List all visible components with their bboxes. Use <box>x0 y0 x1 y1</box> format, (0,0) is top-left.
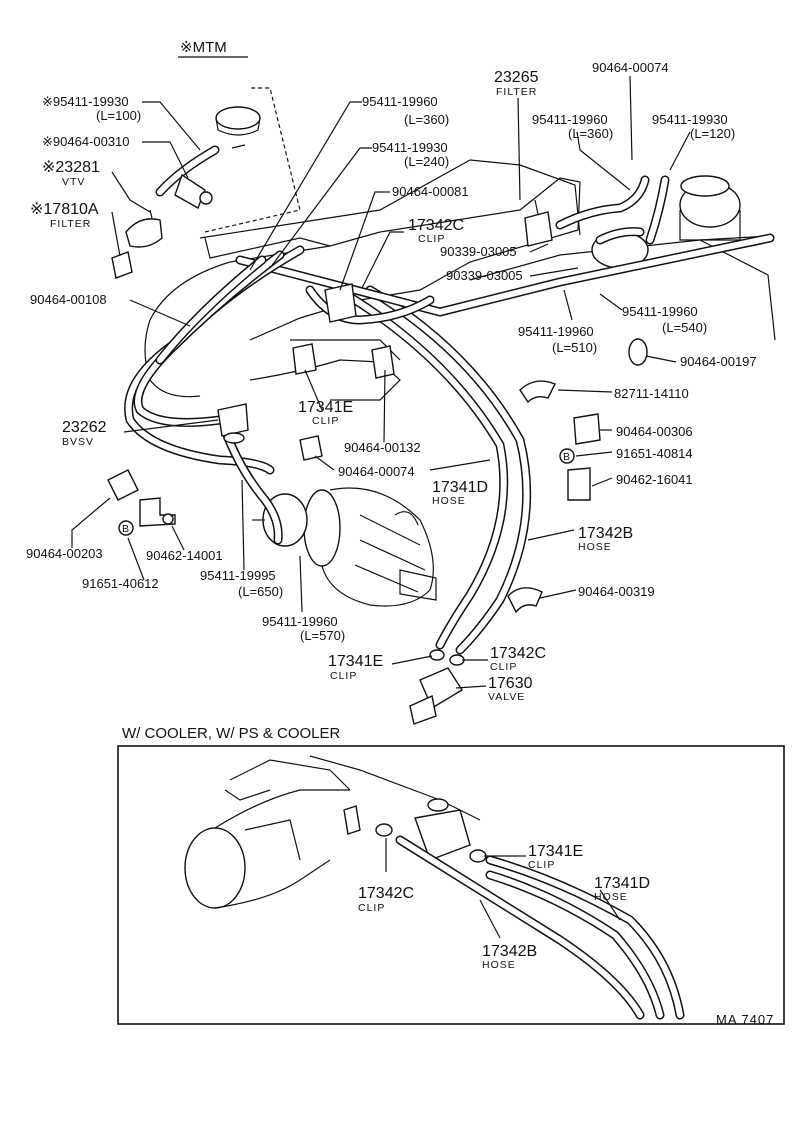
label-17341e-mid-sub: CLIP <box>312 415 339 427</box>
label-90462-16041: 90462-16041 <box>616 472 693 487</box>
label-17341d-main: 17341D <box>432 479 488 496</box>
label-23265: 23265 <box>494 69 539 86</box>
label-95411-19930-l240-sub: (L=240) <box>404 154 449 169</box>
label-95411-19960-l360-b: 95411-19960 <box>532 112 608 127</box>
label-17810a: ※17810A <box>30 201 99 218</box>
label-17630-sub: VALVE <box>488 691 525 703</box>
hose-routing <box>124 145 775 655</box>
label-90464-00132: 90464-00132 <box>344 440 421 455</box>
label-91651-40612: 91651-40612 <box>82 576 159 591</box>
label-95411-19995-sub: (L=650) <box>238 584 283 599</box>
label-90464-00081: 90464-00081 <box>392 184 469 199</box>
inset-label-17342b-sub: HOSE <box>482 959 516 971</box>
inset-drawing <box>184 755 685 1020</box>
label-17341d-main-sub: HOSE <box>432 495 466 507</box>
label-23262-sub: BVSV <box>62 436 94 448</box>
label-17341e-mid: 17341E <box>298 399 353 416</box>
label-17810a-sub: FILTER <box>50 218 91 230</box>
label-17342b-main: 17342B <box>578 525 633 542</box>
label-17342c-top-sub: CLIP <box>418 233 445 245</box>
inset-label-17342b: 17342B <box>482 943 537 960</box>
callout-labels: ※95411-19930 (L=100) ※90464-00310 ※23281… <box>26 60 757 703</box>
label-95411-19960-l540: 95411-19960 <box>622 304 698 319</box>
label-95411-19960-l360-a: 95411-19960 <box>362 94 438 109</box>
bolt-marker-b-2: B <box>563 451 570 463</box>
label-95411-19930-l120-sub: (L=120) <box>690 126 735 141</box>
label-95411-19960-l360-a-sub: (L=360) <box>404 112 449 127</box>
label-17630: 17630 <box>488 675 533 692</box>
label-95411-19960-l510: 95411-19960 <box>518 324 594 339</box>
label-90464-00319: 90464-00319 <box>578 584 655 599</box>
label-95411-19960-l540-sub: (L=540) <box>662 320 707 335</box>
inset-title: W/ COOLER, W/ PS & COOLER <box>122 725 341 742</box>
label-23265-sub: FILTER <box>496 86 537 98</box>
inset-label-17341e: 17341E <box>528 843 583 860</box>
leader-lines <box>71 75 691 689</box>
label-17342c-low: 17342C <box>490 645 546 662</box>
inset-labels: 17341E CLIP 17342C CLIP 17341D HOSE 1734… <box>358 843 650 971</box>
label-95411-19960-l570-sub: (L=570) <box>300 628 345 643</box>
label-95411-19960-l570: 95411-19960 <box>262 614 338 629</box>
component-parts: B B <box>107 106 648 725</box>
label-90462-14001: 90462-14001 <box>146 548 223 563</box>
label-95411-19930-l240: 95411-19930 <box>372 140 448 155</box>
inset-label-17342c: 17342C <box>358 885 414 902</box>
label-91651-40814: 91651-40814 <box>616 446 693 461</box>
label-17342c-low-sub: CLIP <box>490 661 517 673</box>
label-90464-00197: 90464-00197 <box>680 354 757 369</box>
label-90339-03005-b: 90339-03005 <box>446 268 523 283</box>
bolt-marker-b-1: B <box>122 523 129 535</box>
label-95411-19930-l120: 95411-19930 <box>652 112 728 127</box>
label-90464-00306: 90464-00306 <box>616 424 693 439</box>
inset-frame <box>117 745 785 1025</box>
label-95411-19960-l510-sub: (L=510) <box>552 340 597 355</box>
inset-label-17341d: 17341D <box>594 875 650 892</box>
inset-label-17341e-sub: CLIP <box>528 859 555 871</box>
label-90464-00108: 90464-00108 <box>30 292 107 307</box>
label-95411-19930-l100: ※95411-19930 <box>42 94 129 109</box>
label-95411-19960-l360-b-sub: (L=360) <box>568 126 613 141</box>
label-17341e-low: 17341E <box>328 653 383 670</box>
label-17342b-main-sub: HOSE <box>578 541 612 553</box>
label-23281-sub: VTV <box>62 176 85 188</box>
label-82711-14110: 82711-14110 <box>614 386 689 401</box>
label-90464-00074-top: 90464-00074 <box>592 60 669 75</box>
diagram-code: MA 7407 <box>716 1012 774 1027</box>
label-90464-00310: ※90464-00310 <box>42 134 130 149</box>
inset-label-17341d-sub: HOSE <box>594 891 628 903</box>
label-90464-00203: 90464-00203 <box>26 546 103 561</box>
label-17342c-top: 17342C <box>408 217 464 234</box>
label-23281: ※23281 <box>42 159 100 176</box>
label-90339-03005-a: 90339-03005 <box>440 244 517 259</box>
inset-label-17342c-sub: CLIP <box>358 902 385 914</box>
label-95411-19995: 95411-19995 <box>200 568 276 583</box>
label-23262: 23262 <box>62 419 107 436</box>
label-90464-00074-mid: 90464-00074 <box>338 464 415 479</box>
label-95411-19930-l100-sub: (L=100) <box>96 108 141 123</box>
engine-drawing <box>144 87 776 607</box>
label-17341e-low-sub: CLIP <box>330 670 357 682</box>
header-title: ※MTM <box>180 39 227 56</box>
